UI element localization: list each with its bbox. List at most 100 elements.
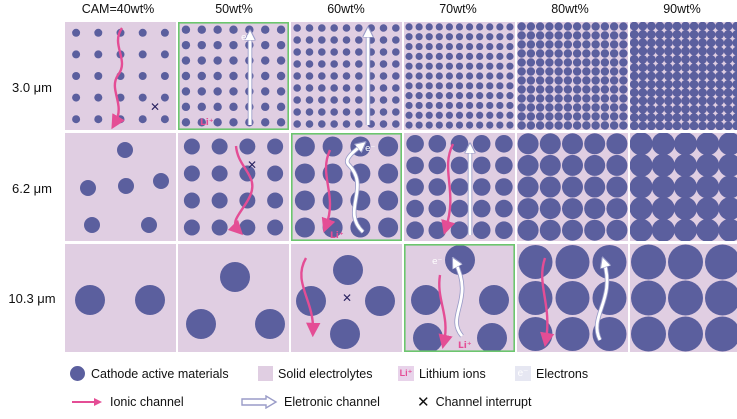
cathode-particle (706, 104, 716, 114)
cathode-particle (413, 323, 443, 352)
cathode-particle (535, 22, 545, 31)
cathode-particle (479, 285, 509, 315)
cathode-particle (365, 286, 395, 316)
cathode-particle (406, 135, 424, 153)
cathode-particle (342, 60, 351, 68)
cathode-particle (535, 112, 545, 121)
cathode-particle (723, 63, 733, 73)
cathode-particle (415, 101, 423, 110)
channel-interrupt-mark: ✕ (247, 158, 257, 172)
cathode-particle (450, 135, 469, 153)
cathode-particle (582, 85, 591, 94)
cathode-particle (609, 40, 619, 49)
particle-group (406, 135, 513, 239)
cathode-particle (379, 84, 388, 92)
cathode-particle (631, 244, 666, 280)
cathode-particle (664, 79, 673, 89)
cathode-particle (476, 62, 484, 70)
cathode-particle (681, 54, 690, 64)
cathode-particle (664, 46, 673, 56)
cathode-particle (517, 76, 526, 85)
cathode-particle (160, 115, 169, 124)
cathode-particle (318, 84, 326, 92)
cathode-particle (405, 33, 413, 41)
cathode-particle (496, 72, 504, 80)
cathode-particle (600, 76, 610, 85)
cathode-particle (526, 22, 536, 31)
lithium-ion-label: Li⁺ (458, 341, 472, 351)
cathode-particle (428, 156, 447, 175)
cathode-particle (562, 176, 583, 198)
highlight-border (403, 244, 515, 353)
cathode-particle (689, 79, 699, 89)
cathode-particle (681, 22, 690, 31)
cathode-particle (355, 60, 363, 68)
cathode-particle (715, 46, 725, 56)
cathode-particle (465, 42, 474, 51)
cathode-particle (229, 56, 238, 65)
cathode-particle (572, 103, 582, 112)
legend-electronic: Eletronic channel (240, 395, 380, 409)
cathode-particle (689, 121, 699, 130)
cathode-particle (681, 104, 690, 114)
cathode-particle (450, 156, 469, 175)
cathode-particle (606, 154, 628, 176)
cathode-particle (486, 33, 494, 41)
cathode-particle (563, 94, 573, 103)
cathode-particle (638, 38, 648, 48)
cathode-particle (706, 96, 716, 106)
cathode-particle (94, 50, 103, 59)
microstructure-diagram: ✕✕✕Li⁺Li⁺Li⁺e⁻e⁻e⁻ (65, 21, 737, 353)
cathode-particle (698, 63, 707, 73)
cathode-particle (562, 198, 583, 220)
cathode-particle (674, 133, 697, 156)
cathode-particle (472, 199, 491, 218)
electron-label: e⁻ (432, 257, 443, 267)
electrolyte-swatch-icon (258, 366, 273, 381)
cathode-particle (664, 104, 673, 114)
column-header-50: 50wt% (215, 2, 253, 16)
cathode-particle (681, 38, 690, 48)
cathode-particle (276, 56, 286, 65)
cathode-particle (276, 118, 286, 127)
cathode-particle (379, 48, 388, 56)
cathode-particle (138, 50, 147, 59)
cathode-particle (664, 113, 673, 122)
cathode-particle (591, 85, 600, 94)
cathode-particle (664, 54, 673, 64)
cathode-particle (526, 76, 536, 85)
cathode-particle (630, 121, 639, 130)
cathode-particle (715, 88, 725, 98)
cathode-particle (296, 286, 326, 316)
cathode-particle (425, 92, 433, 100)
cathode-particle (197, 56, 206, 65)
cathode-particle (94, 72, 103, 80)
cathode-particle (655, 38, 665, 48)
cathode-particle (672, 104, 682, 114)
cathode-particle (630, 153, 653, 177)
legend-cathode-label: Cathode active materials (91, 366, 229, 381)
cathode-particle (517, 94, 526, 103)
cathode-particle (582, 31, 591, 40)
cathode-particle (342, 108, 351, 116)
cathode-particle (392, 120, 400, 128)
cathode-particle (94, 28, 103, 37)
cathode-particle (698, 22, 707, 31)
panel-r1-c0 (65, 133, 176, 241)
cathode-particle (318, 60, 326, 68)
particle-group (294, 136, 399, 238)
cathode-particle (563, 103, 573, 112)
cathode-particle (506, 92, 514, 100)
cathode-particle (435, 111, 443, 119)
cathode-particle (476, 111, 484, 119)
ionic-channel-arrow (321, 149, 336, 233)
cathode-particle (554, 112, 563, 121)
cathode-particle (450, 221, 469, 239)
legend-interrupt: ✕ Channel interrupt (417, 393, 531, 411)
particle-group (75, 285, 165, 315)
cathode-particle (638, 71, 648, 81)
cathode-particle (465, 121, 474, 129)
cathode-particle (526, 67, 536, 76)
cathode-particle (672, 113, 682, 122)
cathode-particle (355, 96, 363, 104)
